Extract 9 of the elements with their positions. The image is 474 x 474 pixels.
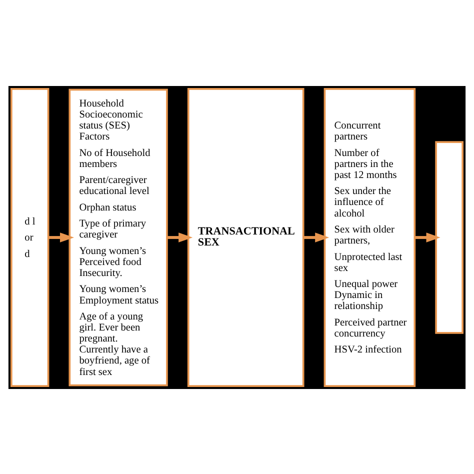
node-box: TRANSACTIONAL SEX	[187, 88, 304, 386]
arrow	[303, 232, 330, 242]
node-box: Household Socioeconomic status (SES) Factors No of Household members Parent/caregiver educational level Orphan status Type of primary caregiver Young women’s Perceived food Insecurity. Young women’s Employment status Age of a young girl. Ever been pregnant. Currently have a boyfriend, age of first sex	[68, 88, 168, 386]
node-box: d l or d	[10, 88, 50, 386]
arrow	[414, 232, 440, 242]
arrow	[167, 232, 193, 242]
node-box: Concurrent partners Number of partners in the past 12 months Sex under the influence of alcohol Sex with older partners, Unprotected last sex Unequal power Dynamic in relationship Perceived partner concurrency HSV-2 infection	[324, 88, 416, 386]
arrow	[48, 232, 74, 242]
node-box	[435, 140, 464, 334]
